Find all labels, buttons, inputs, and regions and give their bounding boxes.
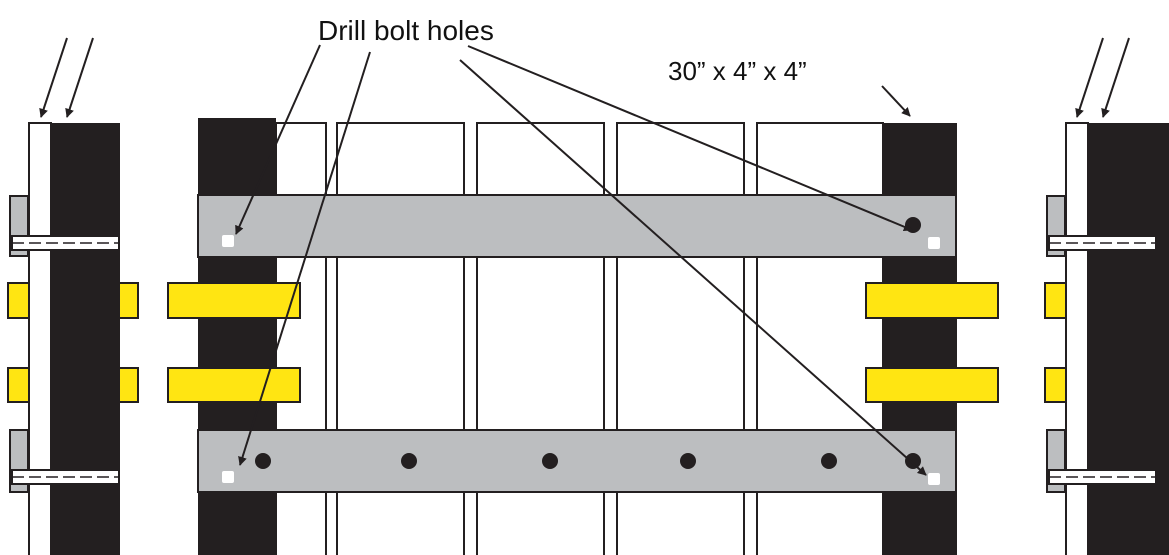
arrow bbox=[1075, 37, 1104, 118]
yellow-bracket bbox=[865, 367, 999, 403]
leader-arrow bbox=[467, 45, 913, 232]
front-view bbox=[167, 118, 999, 555]
side-strap bbox=[11, 469, 120, 485]
right-side-view bbox=[1044, 37, 1169, 555]
side-post bbox=[50, 123, 120, 555]
bolt-hole bbox=[542, 453, 558, 469]
drill-bolt-holes-label: Drill bolt holes bbox=[318, 15, 494, 46]
yellow-bracket bbox=[167, 282, 301, 319]
left-side-view bbox=[7, 37, 139, 555]
drill-hole-marker bbox=[928, 473, 940, 485]
arrow bbox=[1101, 37, 1130, 118]
bolt-hole bbox=[821, 453, 837, 469]
leader-arrow bbox=[881, 85, 911, 117]
bolt-hole bbox=[905, 217, 921, 233]
top-rail bbox=[197, 194, 957, 258]
side-strap bbox=[1048, 469, 1157, 485]
arrow bbox=[39, 37, 68, 118]
yellow-bracket bbox=[865, 282, 999, 319]
drill-hole-marker bbox=[928, 237, 940, 249]
yellow-bracket bbox=[167, 367, 301, 403]
bolt-hole bbox=[680, 453, 696, 469]
side-post bbox=[1087, 123, 1169, 555]
annotations: Drill bolt holes 30” x 4” x 4” bbox=[235, 15, 927, 476]
side-strap bbox=[1048, 235, 1157, 251]
side-board-edge bbox=[28, 122, 52, 555]
bolt-hole bbox=[905, 453, 921, 469]
side-strap bbox=[11, 235, 120, 251]
bolt-hole bbox=[401, 453, 417, 469]
side-board-edge bbox=[1065, 122, 1089, 555]
leader-arrow bbox=[459, 59, 927, 476]
bolt-hole bbox=[255, 453, 271, 469]
leader-arrow bbox=[238, 51, 371, 466]
drill-hole-marker bbox=[222, 235, 234, 247]
leader-arrow bbox=[235, 44, 321, 235]
bottom-rail bbox=[197, 429, 957, 493]
drill-hole-marker bbox=[222, 471, 234, 483]
post-dimensions-label: 30” x 4” x 4” bbox=[668, 56, 807, 86]
arrow bbox=[65, 37, 94, 118]
